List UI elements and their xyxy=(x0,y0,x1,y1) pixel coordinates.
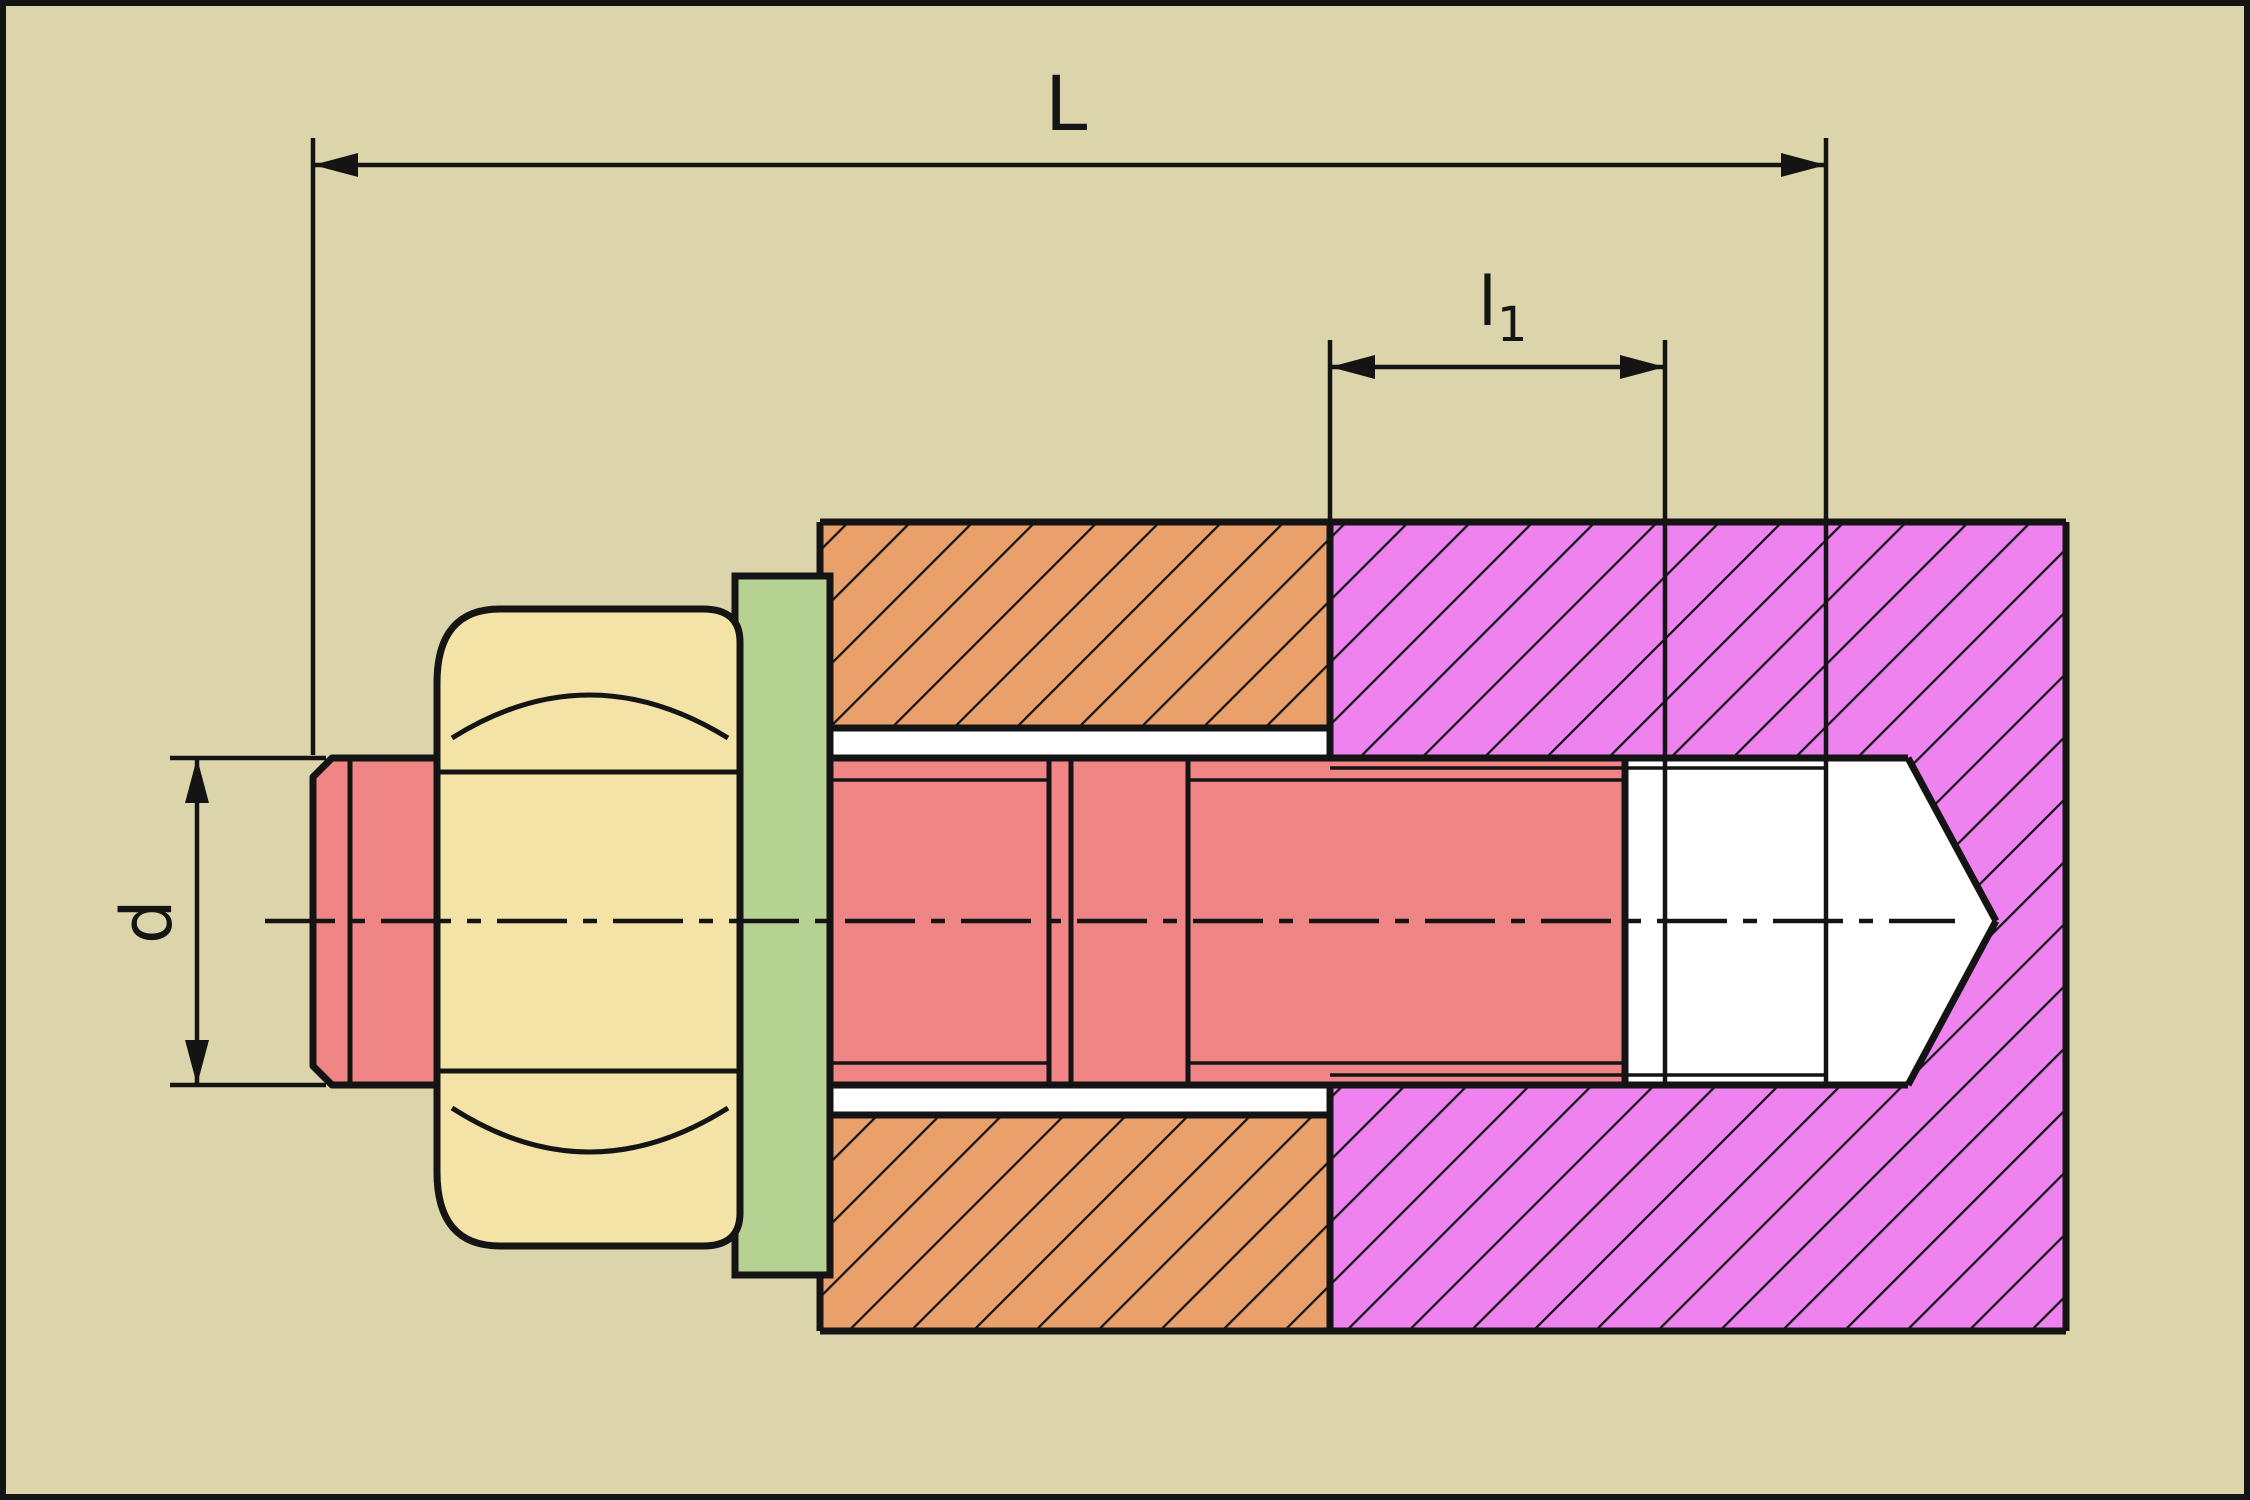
arrowhead-l1-right xyxy=(1620,355,1665,379)
clearance-gap-top xyxy=(826,728,1330,759)
hex-head-silhouette xyxy=(433,605,744,1250)
clearance-gap-bottom xyxy=(826,1084,1330,1115)
dimension-diameter: d xyxy=(106,755,326,1088)
washer xyxy=(731,572,834,1279)
hex-head xyxy=(433,605,744,1250)
arrowhead-L-right xyxy=(1781,153,1826,177)
hex-chamfer-arc-top xyxy=(450,692,730,741)
arrowhead-d-bottom xyxy=(185,1040,209,1085)
arrowhead-d-top xyxy=(185,758,209,803)
arrowhead-L-left xyxy=(313,153,358,177)
arrowhead-l1-left xyxy=(1330,355,1375,379)
label-d: d xyxy=(106,900,188,944)
label-L: L xyxy=(1045,59,1087,148)
label-l1: l1 xyxy=(1478,263,1527,353)
drill-cone-upper-line xyxy=(1904,756,2000,923)
dimension-overall-length: L xyxy=(310,59,1829,1082)
label-l1-subscript: 1 xyxy=(1497,297,1528,353)
dimension-thread-engagement: l1 xyxy=(1327,263,1668,758)
clearance-hole xyxy=(826,724,1330,1119)
hex-chamfer-arc-bottom xyxy=(450,1105,730,1155)
drill-cone-lower-line xyxy=(1904,919,2000,1087)
